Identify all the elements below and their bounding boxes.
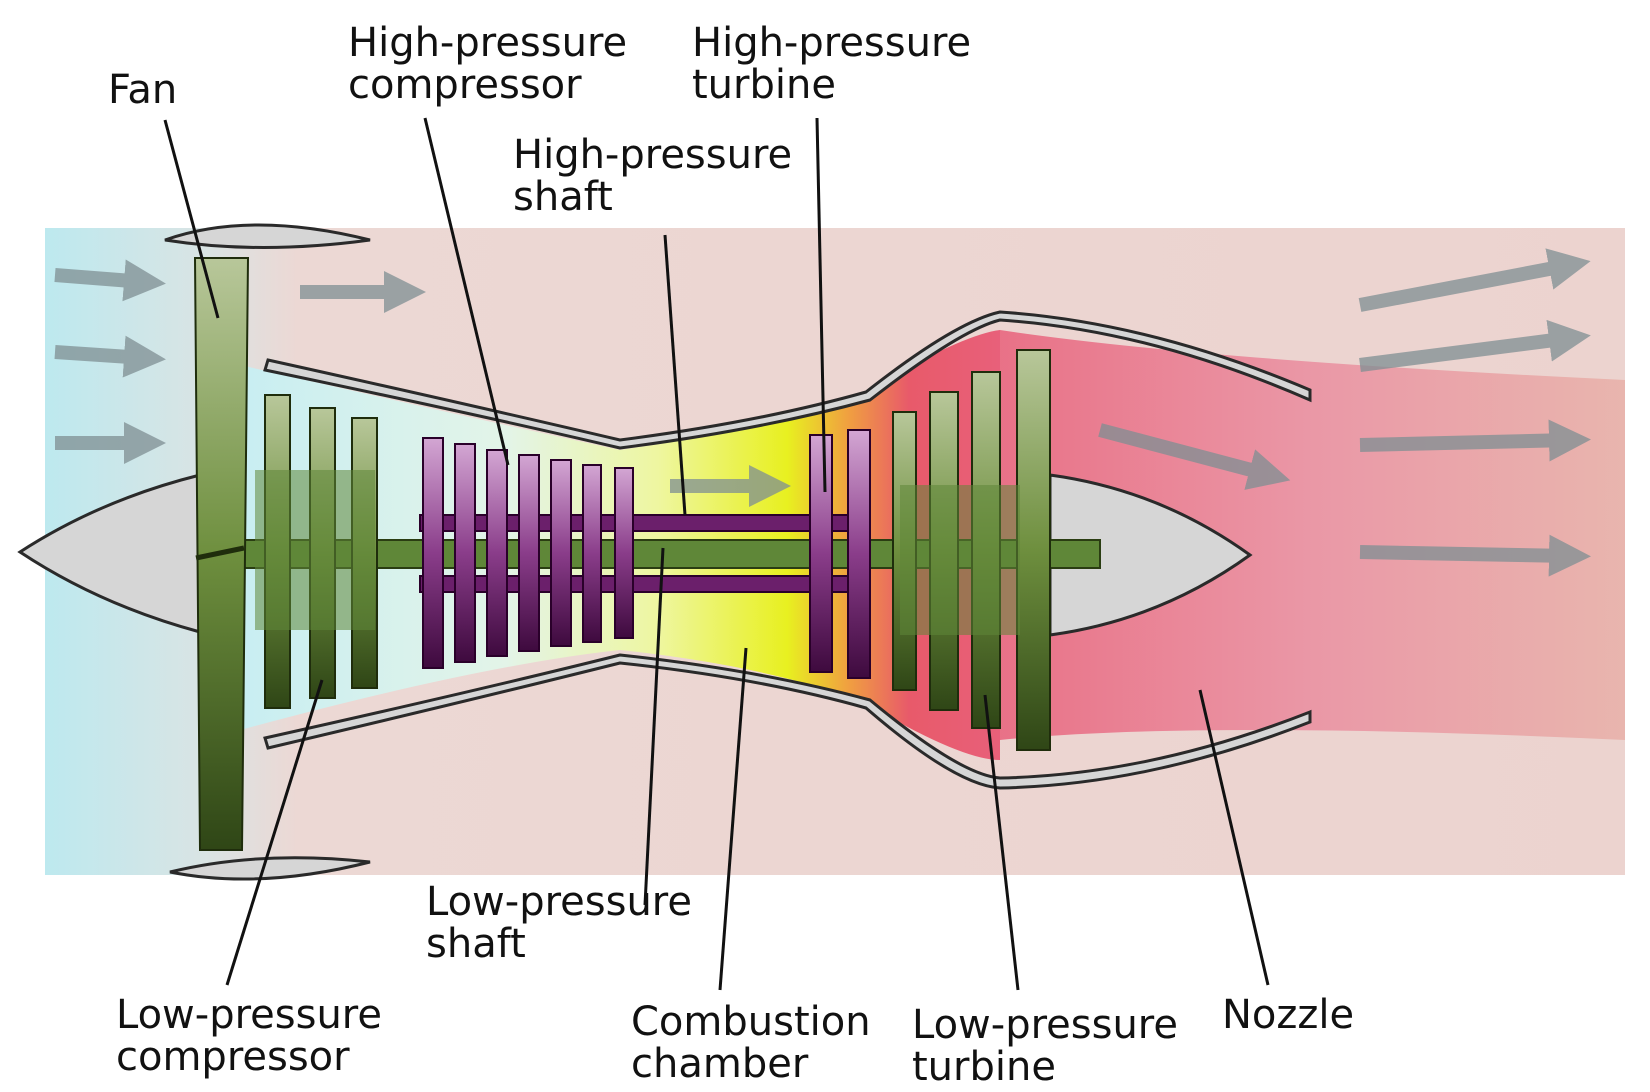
label-combustion-chamber: Combustion chamber <box>631 999 883 1087</box>
tail-cone <box>1048 473 1253 637</box>
label-low-pressure-shaft: Low-pressure shaft <box>426 879 705 967</box>
nacelle-bottom <box>169 856 371 881</box>
core-casing-bottom <box>263 653 1312 790</box>
high-pressure-turbine-stages <box>809 429 871 679</box>
fan-blade <box>193 257 250 851</box>
low-pressure-compressor-stages <box>255 394 378 709</box>
label-fan: Fan <box>108 67 177 113</box>
label-low-pressure-turbine: Low-pressure turbine <box>912 1002 1191 1090</box>
core-casing-top <box>263 310 1312 450</box>
label-high-pressure-shaft: High-pressure shaft <box>513 132 805 220</box>
label-high-pressure-turbine: High-pressure turbine <box>692 20 984 108</box>
label-low-pressure-compressor: Low-pressure compressor <box>116 992 395 1080</box>
nacelle-top <box>164 223 371 249</box>
flow-arrows <box>54 248 1591 577</box>
label-nozzle: Nozzle <box>1222 992 1354 1038</box>
exhaust-plume <box>1000 330 1625 740</box>
label-high-pressure-compressor: High-pressure compressor <box>348 20 640 108</box>
high-pressure-compressor-stages <box>422 437 634 669</box>
low-pressure-turbine-stages <box>892 349 1051 751</box>
leader-lines <box>163 117 1270 991</box>
